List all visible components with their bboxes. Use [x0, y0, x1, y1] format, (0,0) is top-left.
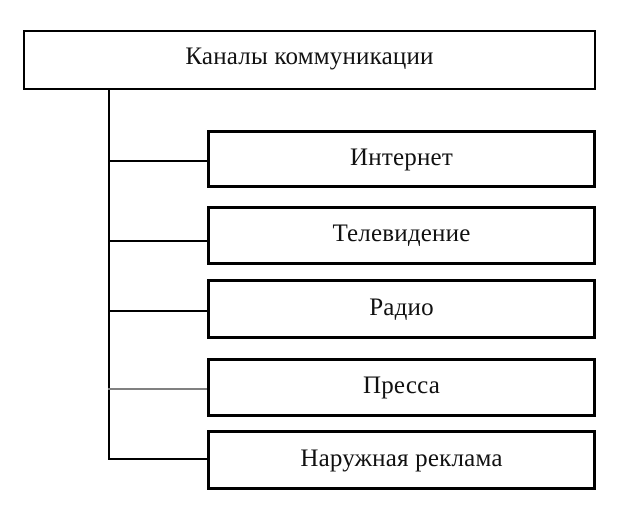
- connector-branch-internet: [108, 160, 209, 162]
- node-internet-label: Интернет: [350, 143, 453, 171]
- connector-branch-outdoor-advertising: [108, 458, 209, 460]
- node-outdoor-advertising-label: Наружная реклама: [300, 444, 503, 472]
- connector-trunk-line: [108, 90, 110, 460]
- connector-branch-radio: [108, 310, 209, 312]
- node-radio: Радио: [207, 279, 596, 339]
- node-press-label: Пресса: [362, 372, 441, 399]
- node-internet: Интернет: [207, 130, 596, 188]
- node-communication-channels: Каналы коммуникации: [23, 30, 596, 90]
- node-radio-label: Радио: [369, 293, 434, 321]
- node-television-label: Телевидение: [332, 220, 471, 247]
- node-outdoor-advertising: Наружная реклама: [207, 430, 596, 490]
- node-television: Телевидение: [207, 206, 596, 265]
- node-communication-channels-label: Каналы коммуникации: [185, 42, 434, 70]
- connector-branch-press: [108, 388, 209, 390]
- node-press: Пресса: [207, 358, 596, 417]
- connector-branch-television: [108, 240, 209, 242]
